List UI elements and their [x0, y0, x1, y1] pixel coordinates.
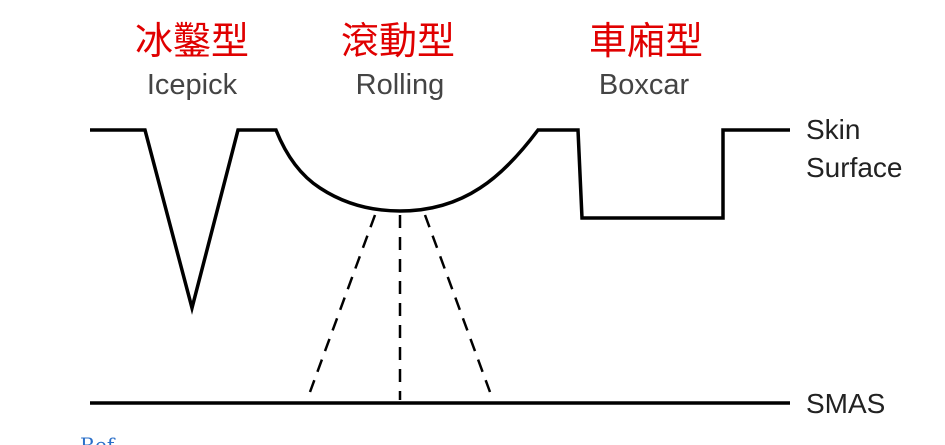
reference-footnote: Ref	[80, 433, 116, 445]
skin-surface-label-line1: Skin	[806, 114, 860, 145]
smas-label: SMAS	[806, 388, 885, 419]
tether-dashed-line-right	[423, 214, 492, 393]
skin-surface-profile	[90, 128, 790, 315]
tether-dashed-line-left	[308, 214, 377, 393]
boxcar-label-en: Boxcar	[599, 69, 690, 101]
boxcar-label-zh: 車廂型	[589, 19, 703, 63]
icepick-label-en: Icepick	[147, 69, 238, 101]
icepick-label-zh: 冰鑿型	[135, 19, 249, 63]
skin-surface-label-line2: Surface	[806, 152, 903, 183]
rolling-label-zh: 滾動型	[341, 19, 455, 63]
rolling-label-en: Rolling	[356, 69, 445, 101]
